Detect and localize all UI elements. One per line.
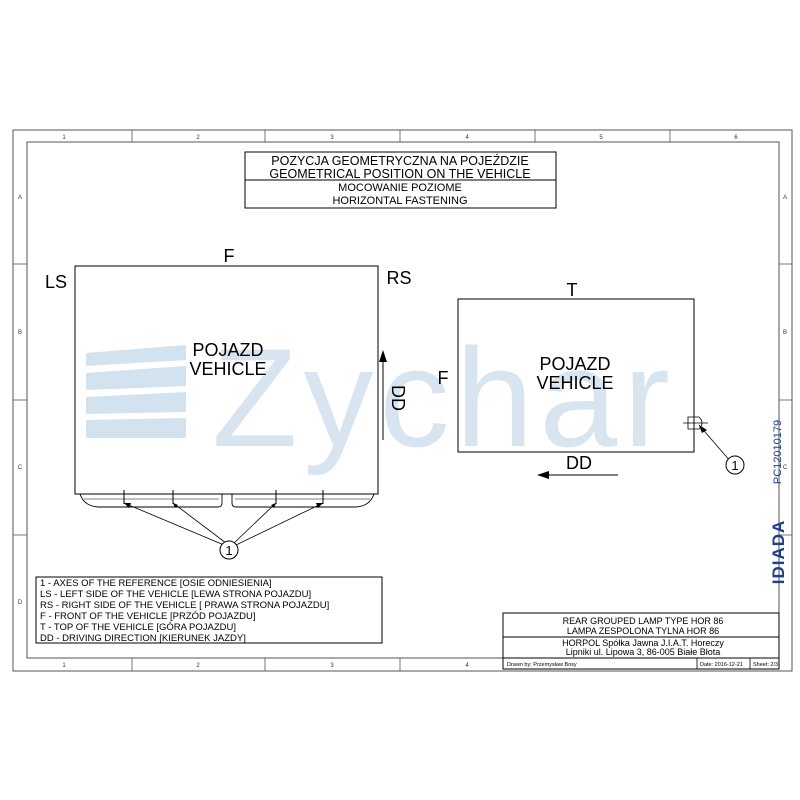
- row-label-c-right: C: [783, 465, 788, 471]
- header-subtitle-en: HORIZONTAL FASTENING: [332, 195, 467, 207]
- company-name: HORPOL Spółka Jawna J.I.A.T. Horeczy: [562, 638, 724, 648]
- right-side-label: RS: [386, 268, 411, 288]
- bottom-col-label-1: 1: [62, 663, 66, 669]
- top-view-diagram: T F POJAZD VEHICLE 1 DD: [438, 280, 745, 479]
- outer-border: [12, 129, 793, 672]
- legend-item: RS - RIGHT SIDE OF THE VEHICLE [ PRAWA S…: [40, 600, 329, 611]
- left-side-label: LS: [45, 272, 67, 292]
- header-title-pl: POZYCJA GEOMETRYCZNA NA POJEŹDZIE: [271, 153, 528, 168]
- drawing-date: Date: 2016-12-21: [700, 662, 743, 668]
- callout-number-top: 1: [731, 458, 738, 473]
- reference-axes-rear: [123, 490, 324, 504]
- idiada-logo: IDIADA: [769, 520, 788, 585]
- leader-lines-rear: [123, 502, 324, 546]
- col-label-4: 4: [465, 135, 469, 141]
- driving-direction-label-horizontal: DD: [566, 453, 592, 473]
- grid-dividers: [13, 130, 792, 671]
- row-label-c-left: C: [18, 465, 23, 471]
- row-label-a-right: A: [783, 195, 787, 201]
- lamp-housing-left: [79, 493, 223, 508]
- leader-arrowheads-rear: [124, 503, 323, 508]
- vehicle-outline-rear: [74, 265, 379, 495]
- document-code: PC12010179: [772, 420, 784, 484]
- legend-item: LS - LEFT SIDE OF THE VEHICLE [LEWA STRO…: [40, 589, 311, 600]
- drawn-by: Drawn by: Przemysław Bosy: [507, 662, 577, 668]
- row-label-a-left: A: [18, 195, 22, 201]
- callout-number-rear: 1: [225, 543, 232, 558]
- legend-item: 1 - AXES OF THE REFERENCE [OSIE ODNIESIE…: [40, 578, 272, 589]
- row-label-b-right: B: [783, 330, 787, 336]
- front-label: F: [224, 246, 235, 266]
- legend-box: 1 - AXES OF THE REFERENCE [OSIE ODNIESIE…: [35, 576, 383, 644]
- grid-labels: 1 2 3 4 5 6 1 2 3 4 A B C D A B C: [18, 135, 788, 669]
- product-name-en: REAR GROUPED LAMP TYPE HOR 86: [563, 616, 724, 626]
- top-label: T: [567, 280, 578, 300]
- driving-direction-label-vertical: DD: [388, 385, 408, 411]
- vehicle-label-en-top: VEHICLE: [536, 373, 613, 393]
- rear-view-diagram: F LS RS POJAZD VEHICLE: [45, 246, 412, 560]
- callout-circle-rear: [219, 540, 239, 560]
- lamp-symbol-top: [683, 416, 708, 430]
- legend-item: F - FRONT OF THE VEHICLE [PRZÓD POJAZDU]: [40, 611, 256, 622]
- header-box: POZYCJA GEOMETRYCZNA NA POJEŹDZIE GEOMET…: [244, 151, 557, 209]
- title-block: REAR GROUPED LAMP TYPE HOR 86 LAMPA ZESP…: [502, 612, 780, 670]
- brand-logo-text: IDIADA: [769, 520, 788, 585]
- col-label-5: 5: [599, 135, 603, 141]
- front-label-top-view: F: [438, 368, 449, 388]
- sheet-number: Sheet: 2/3: [753, 662, 778, 668]
- vehicle-label-pl-top: POJAZD: [539, 354, 610, 374]
- col-label-2: 2: [196, 135, 200, 141]
- callout-circle-top: [725, 455, 745, 475]
- row-label-b-left: B: [18, 330, 22, 336]
- col-label-3: 3: [330, 135, 334, 141]
- company-address: Lipniki ul. Lipowa 3, 86-005 Białe Błota: [566, 647, 721, 657]
- driving-direction-arrow-vertical: [379, 350, 387, 440]
- bottom-col-label-3: 3: [330, 663, 334, 669]
- col-label-1: 1: [62, 135, 66, 141]
- bottom-col-label-2: 2: [196, 663, 200, 669]
- watermark: Zychar: [86, 319, 676, 476]
- row-label-d-left: D: [18, 600, 23, 606]
- header-subtitle-pl: MOCOWANIE POZIOME: [338, 182, 462, 194]
- vehicle-outline-top: [457, 298, 695, 453]
- col-label-6: 6: [734, 135, 738, 141]
- driving-direction-arrow-horizontal: [537, 471, 618, 479]
- leader-arrowhead-top: [699, 425, 707, 433]
- legend-item: T - TOP OF THE VEHICLE [GÓRA POJAZDU]: [40, 622, 236, 633]
- bottom-col-label-4: 4: [465, 663, 469, 669]
- product-name-pl: LAMPA ZESPOLONA TYLNA HOR 86: [567, 626, 719, 636]
- vehicle-label-pl: POJAZD: [192, 340, 263, 360]
- vehicle-label-en: VEHICLE: [189, 359, 266, 379]
- header-title-en: GEOMETRICAL POSITION ON THE VEHICLE: [269, 167, 530, 181]
- legend-item: DD - DRIVING DIRECTION [KIERUNEK JAZDY]: [40, 633, 246, 644]
- lamp-housing-right: [231, 493, 375, 508]
- watermark-text: Zychar: [212, 319, 676, 476]
